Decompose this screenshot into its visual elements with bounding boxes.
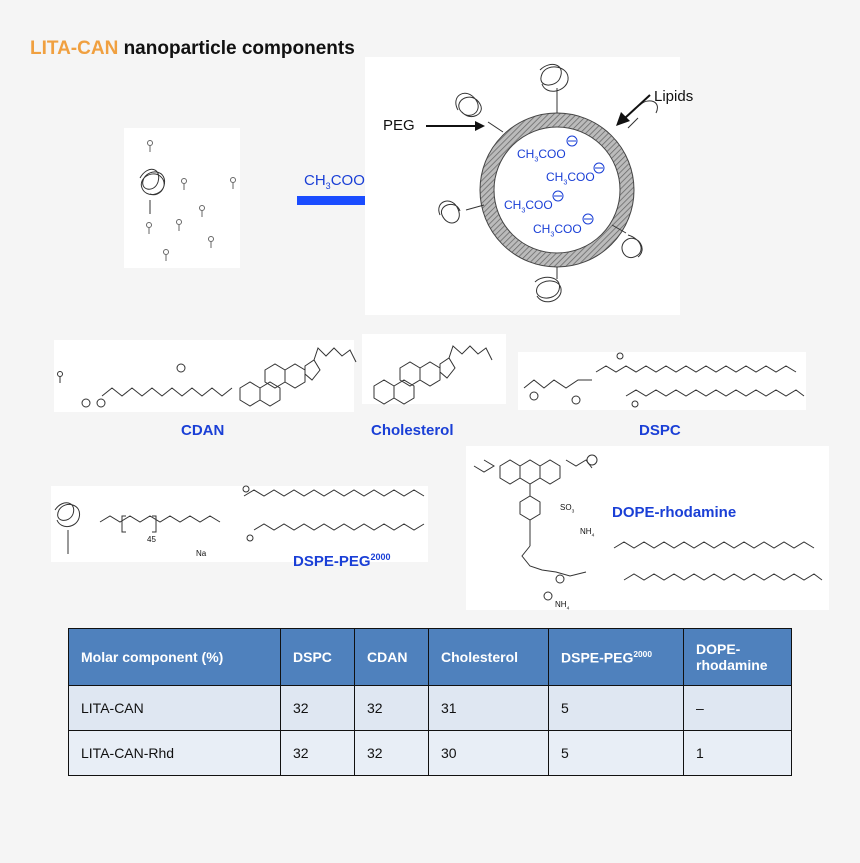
cdan-label: CDAN	[181, 422, 225, 439]
dspc-panel	[518, 352, 806, 410]
arrow-label: CH3COO	[304, 172, 365, 191]
na-label: Na	[196, 549, 207, 558]
col-header-cdan: CDAN	[354, 628, 429, 686]
polymer-coil	[139, 168, 166, 214]
nh4-label-top: NH4	[580, 527, 595, 539]
aqueous-core	[493, 126, 621, 254]
col-header-dspe-peg: DSPE-PEG2000	[548, 628, 684, 686]
table-cell: 30	[428, 730, 549, 776]
acetate-label-1: CH3COO	[517, 147, 566, 164]
acetate-label-3: CH3COO	[504, 198, 553, 215]
table-cell: 32	[280, 685, 355, 731]
table-cell: 1	[683, 730, 792, 776]
nh4-label-bottom: NH4	[555, 600, 570, 612]
title-accent: LITA-CAN	[30, 38, 119, 59]
col-header-cholesterol: Cholesterol	[428, 628, 549, 686]
table-cell: LITA-CAN	[68, 685, 281, 731]
dope-rhodamine-label: DOPE-rhodamine	[612, 504, 737, 521]
table-cell: 5	[548, 730, 684, 776]
col-header-dspc: DSPC	[280, 628, 355, 686]
acetate-label-2: CH3COO	[546, 170, 595, 187]
table-cell: 32	[354, 730, 429, 776]
table-cell: 31	[428, 685, 549, 731]
cholesterol-panel	[362, 334, 506, 404]
so3-label: SO3	[560, 503, 575, 515]
peg-count: 45	[147, 535, 156, 544]
dspc-label: DSPC	[639, 422, 681, 439]
table-cell: 32	[354, 685, 429, 731]
col-header-dope-rhodamine: DOPE-rhodamine	[683, 628, 792, 686]
table-cell: 5	[548, 685, 684, 731]
title-rest: nanoparticle components	[118, 38, 355, 59]
peg-label: PEG	[383, 117, 415, 134]
molar-composition-table: Molar component (%) DSPC CDAN Cholestero…	[68, 628, 792, 776]
lipids-label: Lipids	[654, 88, 694, 105]
table-header-row: Molar component (%) DSPC CDAN Cholestero…	[68, 628, 792, 686]
dspe-peg-label: DSPE-PEG2000	[293, 552, 391, 570]
table-row: LITA-CAN-Rhd 32 32 30 5 1	[68, 730, 792, 776]
table-cell: –	[683, 685, 792, 731]
acetate-ions	[552, 135, 605, 225]
lipid-markers	[146, 140, 236, 261]
cholesterol-label: Cholesterol	[371, 422, 454, 439]
dspe-peg-panel	[51, 486, 428, 562]
table-cell: 32	[280, 730, 355, 776]
page-title: LITA-CAN nanoparticle components	[30, 38, 355, 60]
dope-rhodamine-panel	[466, 446, 829, 610]
col-header-component: Molar component (%)	[68, 628, 281, 686]
acetate-label-4: CH3COO	[533, 222, 582, 239]
components-panel	[124, 128, 240, 268]
table-row: LITA-CAN 32 32 31 5 –	[68, 685, 792, 731]
table-cell: LITA-CAN-Rhd	[68, 730, 281, 776]
